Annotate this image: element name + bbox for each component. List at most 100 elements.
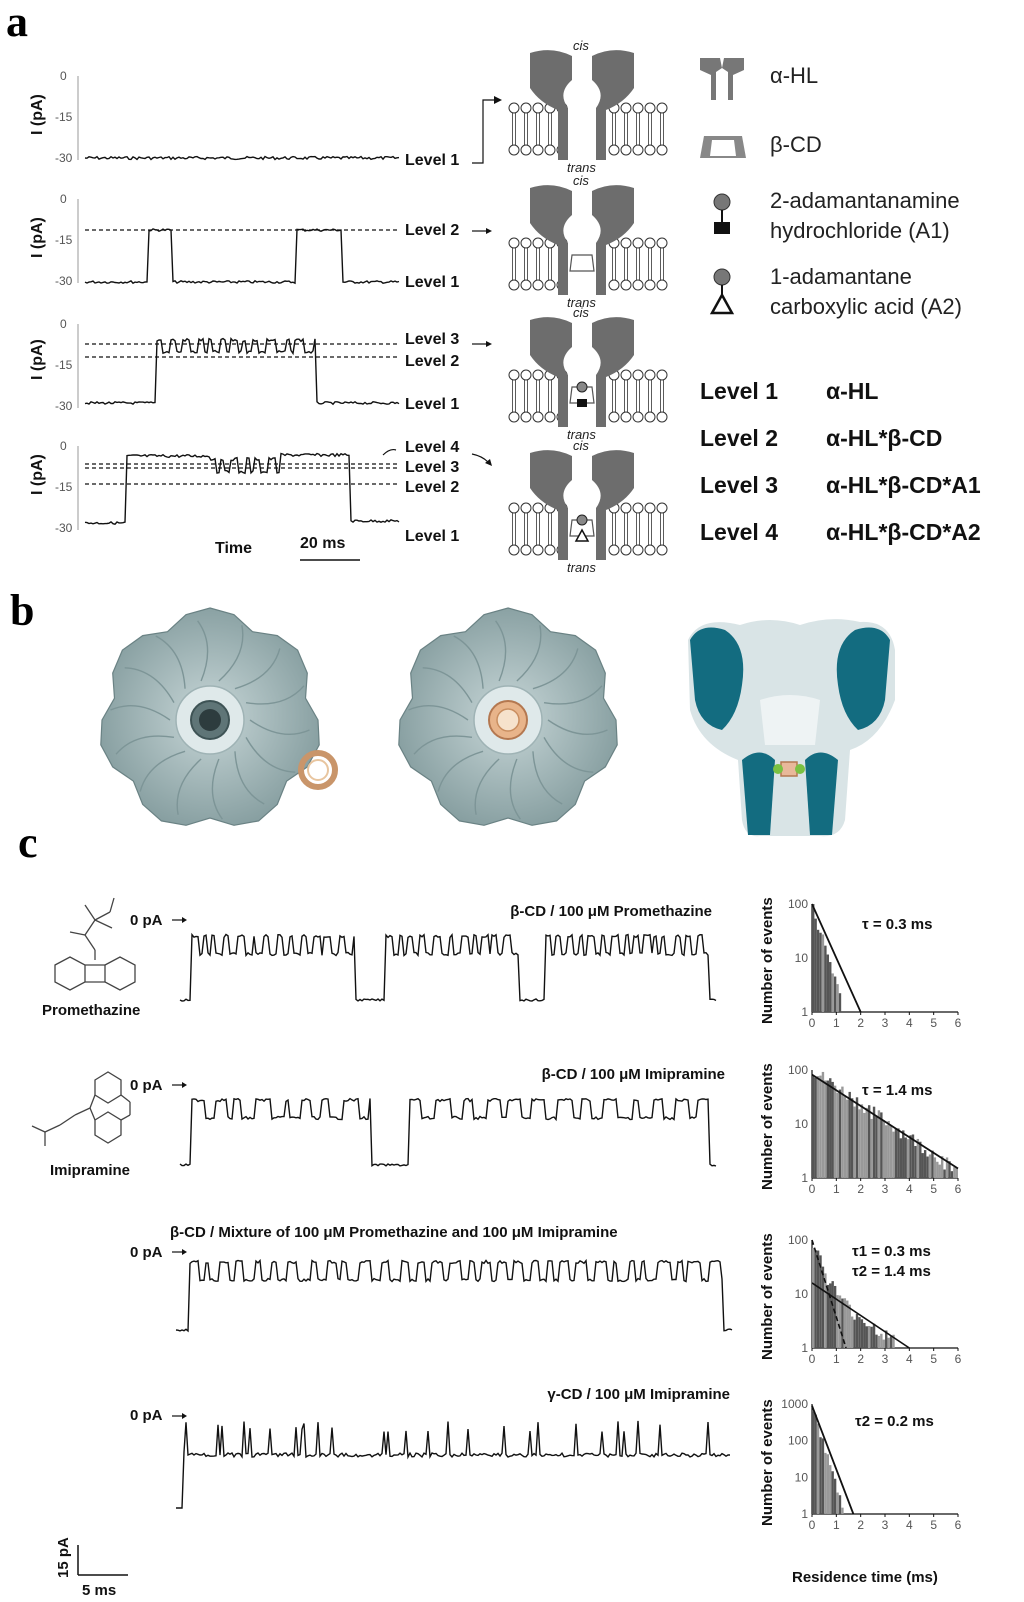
level-1-label: Level 1 — [405, 152, 459, 169]
panel-a-legend: α-HL β-CD 2-adamantanamine hydrochloride… — [700, 58, 981, 545]
hist-y-tick: 10 — [795, 1117, 809, 1131]
current-trace-c2 — [179, 1097, 717, 1167]
hist-x-tick: 5 — [930, 1518, 937, 1532]
tick-30: -30 — [55, 274, 73, 288]
level-1-label: Level 1 — [405, 396, 459, 413]
level-table-desc: α-HL*β-CD*A2 — [826, 519, 981, 545]
trace-row-2: I (pA) 0 -15 -30 Level 2 Level 1 — [29, 192, 492, 291]
hist-x-tick: 6 — [955, 1182, 962, 1196]
level-table-level: Level 3 — [700, 472, 778, 498]
legend-bcd: β-CD — [770, 132, 822, 157]
level-1-label: Level 1 — [405, 274, 459, 291]
hist-y-tick: 100 — [788, 1434, 808, 1448]
legend-ahl: α-HL — [770, 63, 818, 88]
hist-y-label: Number of events — [759, 1233, 776, 1360]
trace-row-1: I (pA) 0 -15 -30 Level 1 — [29, 69, 502, 169]
tau-label: τ = 0.3 ms — [862, 916, 933, 933]
hist-x-tick: 6 — [955, 1352, 962, 1366]
level-2-label: Level 2 — [405, 222, 459, 239]
hist-y-tick: 1 — [801, 1341, 808, 1355]
trans-label: trans — [567, 295, 596, 310]
hist-y-label: Number of events — [759, 1399, 776, 1526]
hist-x-tick: 2 — [857, 1016, 864, 1030]
legend-a2-line1: 1-adamantane — [770, 264, 912, 289]
hist-x-tick: 2 — [857, 1518, 864, 1532]
promethazine-label: Promethazine — [42, 1002, 140, 1019]
zero-pa-label: 0 pA — [130, 1077, 163, 1094]
level-table-desc: α-HL*β-CD — [826, 425, 942, 451]
hist-x-tick: 3 — [882, 1352, 889, 1366]
legend-a1-line1: 2-adamantanamine — [770, 188, 960, 213]
hist-x-tick: 0 — [809, 1016, 816, 1030]
hist-x-tick: 1 — [833, 1016, 840, 1030]
trace-title-4: γ-CD / 100 μM Imipramine — [547, 1386, 730, 1403]
tick-30: -30 — [55, 399, 73, 413]
level-table-desc: α-HL*β-CD*A1 — [826, 472, 981, 498]
trace-title-1: β-CD / 100 μM Promethazine — [510, 903, 712, 920]
level-2-label: Level 2 — [405, 353, 459, 370]
hist-y-tick: 10 — [795, 1287, 809, 1301]
current-trace-3 — [84, 336, 400, 406]
scale-x-label: 5 ms — [82, 1582, 116, 1599]
legend-a1-line2: hydrochloride (A1) — [770, 218, 950, 243]
panel-a-letter: a — [6, 0, 28, 46]
tick-15: -15 — [55, 358, 73, 372]
cis-label: cis — [573, 438, 589, 453]
free-cd-ring — [298, 750, 338, 790]
level-table-level: Level 1 — [700, 378, 778, 404]
hist-x-tick: 0 — [809, 1352, 816, 1366]
hist-x-tick: 1 — [833, 1518, 840, 1532]
hist-y-tick: 100 — [788, 1063, 808, 1077]
pore-diagram: cis trans — [508, 438, 668, 575]
tau-label: τ = 1.4 ms — [862, 1082, 933, 1099]
legend-a2-line2: carboxylic acid (A2) — [770, 294, 962, 319]
level-3-label: Level 3 — [405, 331, 459, 348]
trans-label: trans — [567, 427, 596, 442]
trace-title-3: β-CD / Mixture of 100 μM Promethazine an… — [170, 1224, 618, 1241]
a1-icon — [713, 193, 731, 234]
tick-15: -15 — [55, 233, 73, 247]
panel-c-scale-bar: 15 pA 5 ms — [55, 1537, 128, 1599]
level-table-level: Level 4 — [700, 519, 778, 545]
y-axis-label: I (pA) — [29, 217, 46, 258]
current-trace-c1 — [179, 932, 717, 1002]
trace-title-2: β-CD / 100 μM Imipramine — [542, 1066, 725, 1083]
hist-x-label: Residence time (ms) — [792, 1569, 938, 1586]
y-axis-label: I (pA) — [29, 339, 46, 380]
trans-label: trans — [567, 160, 596, 175]
current-trace-c3 — [175, 1258, 733, 1333]
bcd-icon — [700, 136, 746, 158]
current-trace-4 — [84, 452, 400, 525]
tick-30: -30 — [55, 521, 73, 535]
hist-x-tick: 5 — [930, 1182, 937, 1196]
tick-0: 0 — [60, 439, 67, 453]
time-label: Time — [215, 540, 252, 557]
trans-label: trans — [567, 560, 596, 575]
tick-0: 0 — [60, 192, 67, 206]
hist-x-tick: 1 — [833, 1352, 840, 1366]
scale-bar-label: 20 ms — [300, 535, 345, 552]
tau-2-label: τ2 = 1.4 ms — [852, 1263, 931, 1280]
zero-pa-label: 0 pA — [130, 1244, 163, 1261]
hist-y-tick: 10 — [795, 1470, 809, 1484]
panel-a-traces: I (pA) 0 -15 -30 Level 1 I (pA) 0 -15 -3… — [29, 69, 502, 561]
level-table-level: Level 2 — [700, 425, 778, 451]
tick-15: -15 — [55, 480, 73, 494]
tau-label: τ2 = 0.2 ms — [855, 1413, 934, 1430]
hist-x-tick: 1 — [833, 1182, 840, 1196]
hist-x-tick: 5 — [930, 1352, 937, 1366]
hist-x-tick: 3 — [882, 1518, 889, 1532]
hist-y-tick: 100 — [788, 897, 808, 911]
hist-y-tick: 100 — [788, 1233, 808, 1247]
promethazine-structure — [54, 897, 136, 991]
